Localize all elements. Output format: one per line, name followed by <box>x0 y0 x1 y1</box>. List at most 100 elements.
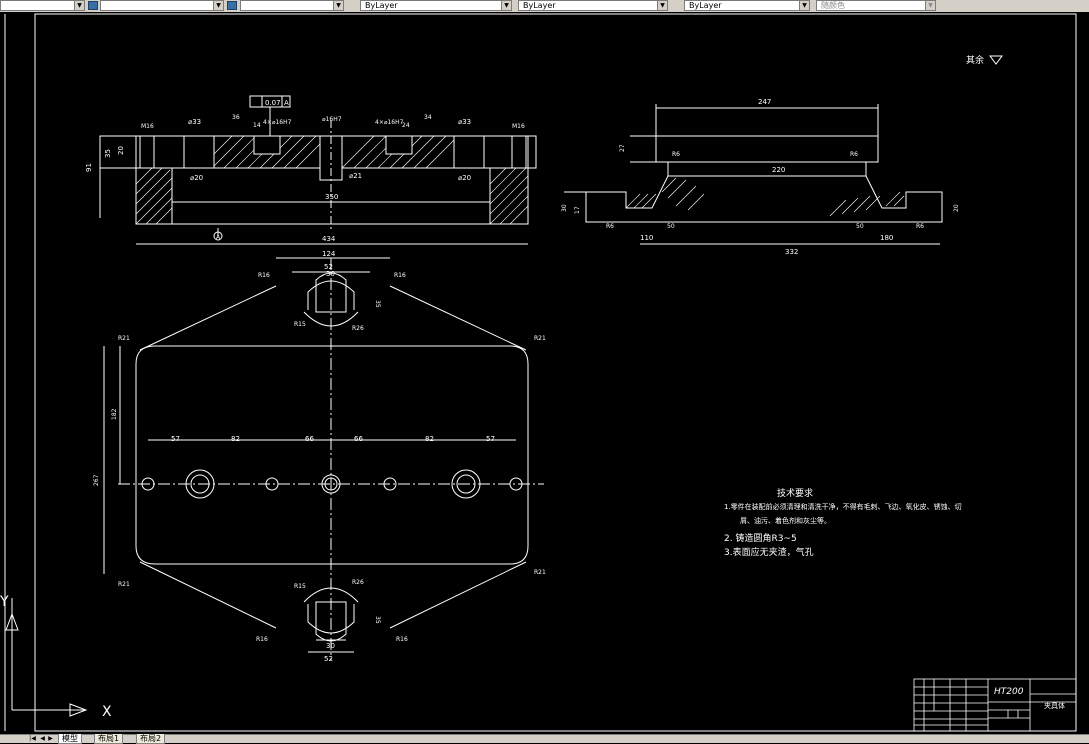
tab-layout2[interactable]: 布局2 <box>136 734 166 744</box>
tab-layout1[interactable]: 布局1 <box>94 734 124 744</box>
flatness-datum: A <box>284 99 289 107</box>
side-length-247: 247 <box>758 98 771 106</box>
plan-w30-bot: 30 <box>326 642 335 650</box>
plan-spacing-6: 57 <box>486 435 495 443</box>
side-length-220: 220 <box>772 166 785 174</box>
plan-r21-c: R21 <box>118 581 130 588</box>
plan-spacing-2: 82 <box>231 435 240 443</box>
plan-height-267: 267 <box>93 474 100 486</box>
plan-r21-a: R21 <box>118 335 130 342</box>
top-hole-c: 4×⌀16H7 <box>375 119 404 126</box>
side-h27: 27 <box>619 144 626 152</box>
notes-title: 技术要求 <box>777 489 814 499</box>
note-line1: 1.零件在装配前必须清理和清洗干净，不得有毛刺、飞边、氧化皮、锈蚀、切 <box>724 503 962 511</box>
chevron-down-icon: ▼ <box>925 1 935 10</box>
plan-spacing-1: 57 <box>171 435 180 443</box>
drawing-frame <box>34 13 1077 732</box>
roughness-symbol <box>989 55 1003 65</box>
datum-label: A <box>216 234 221 241</box>
side-h30: 30 <box>561 204 568 212</box>
side-hatch <box>625 177 905 217</box>
plan-r26-bot: R26 <box>352 579 364 586</box>
note-line3: 3.表面应无夹渣，气孔 <box>724 548 814 558</box>
linetype-dropdown[interactable]: ▼ <box>100 0 224 11</box>
chevron-down-icon: ▼ <box>333 1 343 10</box>
title-block <box>913 678 1077 732</box>
side-length-110: 110 <box>640 234 653 242</box>
top-diam-20b: ⌀20 <box>458 174 471 182</box>
flatness-value: 0.07 <box>265 99 281 107</box>
top-thread-left: M16 <box>141 123 154 130</box>
top-height-91: 91 <box>85 163 93 172</box>
plan-spacing-3: 66 <box>305 435 314 443</box>
side-length-332: 332 <box>785 248 798 256</box>
front-section-view <box>99 95 537 245</box>
plan-r16-d: R16 <box>396 636 408 643</box>
chevron-down-icon: ▼ <box>501 1 511 10</box>
top-diam-21: ⌀21 <box>349 172 362 180</box>
drawing-canvas[interactable]: 其余 0.07 A A 434 350 91 <box>0 12 1089 734</box>
style-dropdown[interactable]: ▼ <box>240 0 344 11</box>
top-thread-right: M16 <box>512 123 525 130</box>
side-h20: 20 <box>953 204 960 212</box>
side-w50-2: 50 <box>856 223 864 230</box>
tab-model[interactable]: 模型 <box>58 734 82 744</box>
ucs-y-label: Y <box>0 594 9 610</box>
color-dropdown[interactable]: ▼ <box>0 0 85 11</box>
top-val-34: 34 <box>424 114 432 121</box>
plan-r15-bot: R15 <box>294 583 306 590</box>
top-diam-33a: ⌀33 <box>188 118 201 126</box>
layer-linetype-dropdown[interactable]: ByLayer▼ <box>518 0 668 11</box>
side-w50-1: 50 <box>667 223 675 230</box>
top-hole-a: 4×⌀16H7 <box>263 119 292 126</box>
top-hole-b: ⌀16H7 <box>322 116 342 123</box>
top-val-24: 24 <box>402 122 410 129</box>
drawing-svg: 其余 0.07 A A 434 350 91 <box>0 13 1077 732</box>
layer-lineweight-dropdown[interactable]: ByLayer▼ <box>684 0 810 11</box>
side-r6-4: R6 <box>916 223 924 230</box>
top-inner-width: 350 <box>325 193 338 201</box>
plan-w124: 124 <box>322 250 336 258</box>
chevron-down-icon: ▼ <box>213 1 223 10</box>
top-val-36: 36 <box>232 114 240 121</box>
plan-spacing-5: 82 <box>425 435 434 443</box>
plan-h35-top: 35 <box>374 300 381 308</box>
plan-w30-top: 30 <box>326 270 335 278</box>
top-height-20: 20 <box>117 146 125 155</box>
top-diam-20a: ⌀20 <box>190 174 203 182</box>
title-material: HT200 <box>994 687 1024 697</box>
plan-r21-d: R21 <box>534 569 546 576</box>
layer-color-dropdown[interactable]: ByLayer▼ <box>360 0 512 11</box>
side-h17: 17 <box>574 206 581 214</box>
prev-tab-icon[interactable]: ◀ <box>40 735 45 742</box>
plan-w52-top: 52 <box>324 263 333 271</box>
side-r6-3: R6 <box>606 223 614 230</box>
plot-style-dropdown[interactable]: 随颜色▼ <box>816 0 936 11</box>
plan-r21-b: R21 <box>534 335 546 342</box>
surface-note: 其余 <box>966 54 984 66</box>
chevron-down-icon: ▼ <box>657 1 667 10</box>
ucs-icon <box>5 598 88 717</box>
top-diam-33b: ⌀33 <box>458 118 471 126</box>
plan-r15-top: R15 <box>294 321 306 328</box>
layer-icon[interactable] <box>88 1 98 10</box>
style-icon[interactable] <box>227 1 237 10</box>
chevron-down-icon: ▼ <box>74 1 84 10</box>
title-part-name: 夹具体 <box>1044 701 1065 710</box>
plan-spacing-4: 66 <box>354 435 363 443</box>
first-tab-icon[interactable]: |◀ <box>29 735 36 742</box>
properties-toolbar: ▼ ▼ ▼ ByLayer▼ ByLayer▼ ByLayer▼ 随颜色▼ <box>0 0 1089 13</box>
plan-height-182: 182 <box>111 408 118 420</box>
plan-r26-top: R26 <box>352 325 364 332</box>
next-tab-icon[interactable]: ▶ <box>48 735 53 742</box>
chevron-down-icon: ▼ <box>799 1 809 10</box>
note-line1b: 屑、油污、着色剂和灰尘等。 <box>740 517 831 525</box>
plan-r16-b: R16 <box>394 272 406 279</box>
side-r6-1: R6 <box>672 151 680 158</box>
plan-h35-bot: 35 <box>374 616 381 624</box>
top-overall-width: 434 <box>322 235 336 243</box>
plan-w52-bot: 52 <box>324 655 333 663</box>
plan-r16-a: R16 <box>258 272 270 279</box>
side-length-180: 180 <box>880 234 893 242</box>
note-line2: 2. 铸造圆角R3~5 <box>724 534 797 544</box>
